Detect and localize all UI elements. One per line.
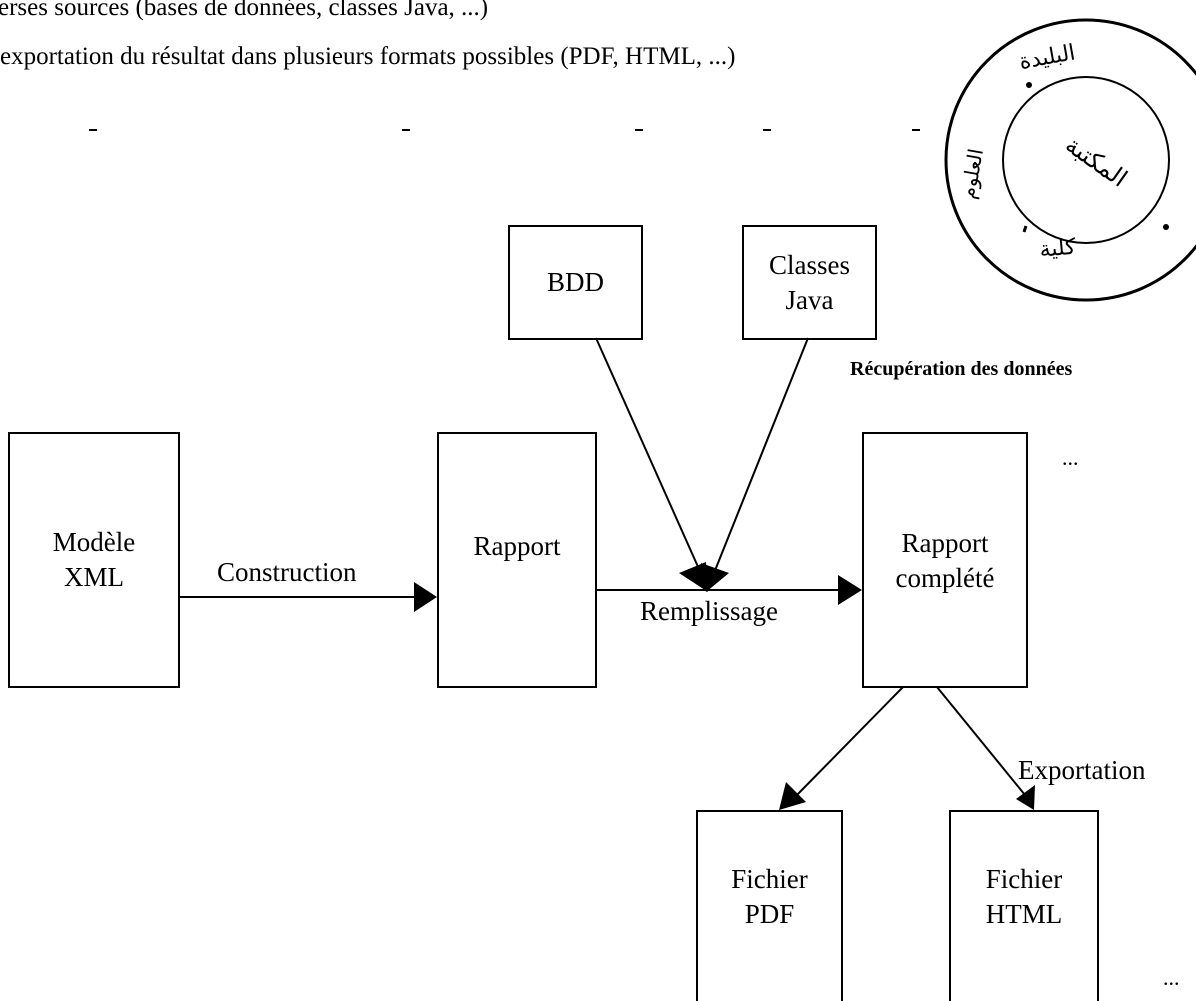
construction-arrow <box>180 582 437 612</box>
modele-xml-box: Modèle XML <box>8 432 180 688</box>
modele-xml-label-1: Modèle <box>52 527 136 558</box>
rapport-box: Rapport <box>437 432 597 688</box>
construction-label: Construction <box>217 557 357 587</box>
classes-to-remplissage-arrow <box>701 337 809 592</box>
svg-text:البليدة: البليدة <box>1017 40 1077 74</box>
svg-text:كلية: كلية <box>1038 235 1077 263</box>
remplissage-label: Remplissage <box>640 596 778 626</box>
rapport-complete-box: Rapport complété <box>862 432 1028 688</box>
classes-java-label-2: Java <box>785 284 834 315</box>
fichier-html-box: Fichier HTML <box>949 810 1099 1001</box>
fichier-html-label-1: Fichier <box>985 864 1063 894</box>
modele-xml-label-2: XML <box>63 562 124 592</box>
bdd-to-remplissage-arrow <box>595 337 708 592</box>
fichier-pdf-box: Fichier PDF <box>696 810 843 1001</box>
ellipsis-bottom: ... <box>1163 965 1180 990</box>
bdd-box: BDD <box>508 225 643 340</box>
rapport-label: Rapport <box>473 531 561 561</box>
library-stamp: البليدة المكتبة كلية العلوم <box>944 18 1196 302</box>
body-text-line-2: exportation du résultat dans plusieurs f… <box>0 43 736 70</box>
ellipsis-right: ... <box>1062 445 1079 470</box>
classes-java-label-1: Classes <box>769 249 850 280</box>
classes-java-box: Classes Java <box>742 225 877 340</box>
fichier-pdf-label-2: PDF <box>744 898 795 929</box>
rapport-complete-label-1: Rapport <box>901 528 989 558</box>
svg-text:المكتبة: المكتبة <box>1060 131 1132 193</box>
svg-text:العلوم: العلوم <box>956 147 988 201</box>
exportation-label: Exportation <box>1018 755 1146 785</box>
fichier-html-label-2: HTML <box>985 898 1063 929</box>
export-pdf-arrow <box>779 686 904 810</box>
rapport-complete-label-2: complété <box>895 562 995 593</box>
body-text-line-1: erses sources (bases de données, classes… <box>0 0 489 21</box>
bdd-label: BDD <box>546 267 604 298</box>
recuperation-label: Récupération des données <box>850 358 1073 380</box>
remplissage-arrow <box>597 575 862 605</box>
fichier-pdf-label-1: Fichier <box>731 864 808 894</box>
export-html-arrow <box>936 686 1035 810</box>
